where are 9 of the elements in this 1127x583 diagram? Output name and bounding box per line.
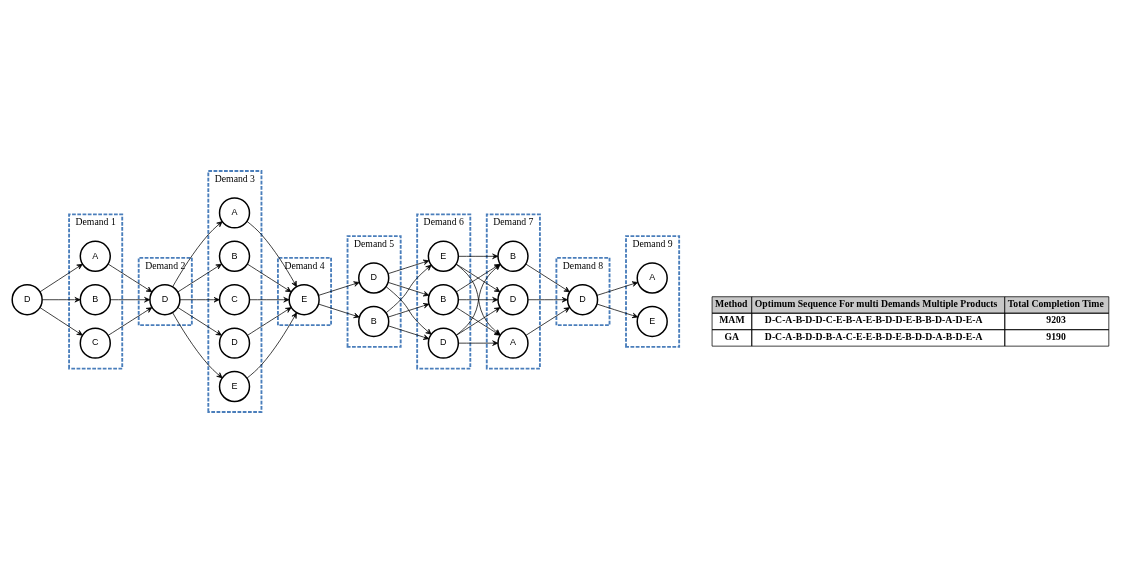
label: D-C-A-B-D-D-B-A-C-E-E-B-D-E-B-D-D-A-B-D-E-A bbox=[764, 330, 983, 342]
label: Method bbox=[715, 297, 748, 309]
label: D-C-A-B-D-D-C-E-B-A-E-B-D-D-E-B-B-D-A-D-E-A bbox=[764, 314, 983, 326]
label: Total Completion Time bbox=[1007, 297, 1104, 309]
label: 9190 bbox=[1046, 330, 1066, 342]
label: GA bbox=[724, 330, 740, 342]
label: Optimum Sequence For multi Demands Multiple Products bbox=[754, 297, 998, 309]
label: 9203 bbox=[1046, 314, 1066, 326]
label: MAM bbox=[719, 314, 745, 326]
